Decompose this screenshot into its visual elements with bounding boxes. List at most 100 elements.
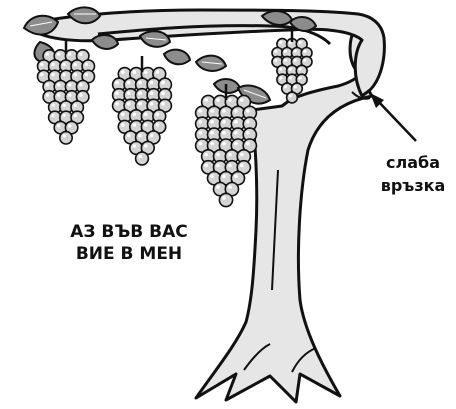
grape-highlight — [299, 77, 302, 80]
grape-highlight — [138, 91, 142, 95]
grape-highlight — [210, 142, 214, 146]
vine-leaf — [92, 35, 118, 49]
grape-highlight — [57, 83, 60, 86]
grape-highlight — [284, 59, 287, 62]
grape-highlight — [222, 142, 226, 146]
grape-highlight — [133, 70, 137, 74]
grape-highlight — [138, 102, 142, 106]
grape-highlight — [74, 63, 77, 66]
grape-highlight — [74, 73, 77, 76]
grape-highlight — [133, 144, 137, 148]
grape-highlight — [62, 63, 65, 66]
grape-highlight — [68, 93, 71, 96]
grape-highlight — [51, 63, 54, 66]
grape-highlight — [304, 59, 307, 62]
grape-highlight — [40, 73, 43, 76]
grape-highlight — [216, 98, 220, 102]
grape-highlight — [85, 63, 88, 66]
grape-highlight — [289, 77, 292, 80]
grape-highlight — [294, 59, 297, 62]
grape-highlight — [68, 124, 71, 127]
grape-highlight — [289, 94, 292, 97]
grape-highlight — [228, 164, 232, 168]
grape-highlight — [133, 113, 137, 117]
grape-highlight — [150, 102, 154, 106]
grape-highlight — [46, 52, 49, 55]
grape-highlight — [294, 85, 297, 88]
grape-highlight — [299, 41, 302, 44]
grape-highlight — [133, 123, 137, 127]
grape — [287, 92, 298, 103]
callout-arrow — [370, 93, 416, 141]
grape-highlight — [138, 155, 142, 159]
grape-highlight — [127, 102, 131, 106]
grape-highlight — [161, 102, 165, 106]
grape-highlight — [127, 134, 131, 138]
grape-highlight — [62, 134, 65, 137]
grape-highlight — [40, 63, 43, 66]
grape-highlight — [150, 134, 154, 138]
grape-highlight — [284, 85, 287, 88]
grape-highlight — [274, 59, 277, 62]
grape-highlight — [234, 142, 238, 146]
grape-highlight — [161, 91, 165, 95]
grape-highlight — [127, 91, 131, 95]
grape-highlight — [246, 109, 250, 113]
grape-highlight — [279, 41, 282, 44]
grape-highlight — [246, 120, 250, 124]
grape-highlight — [161, 81, 165, 85]
grape-highlight — [274, 50, 277, 53]
main-caption: АЗ ВЪВ ВАС ВИЕ В МЕН — [44, 221, 214, 265]
grape-highlight — [216, 164, 220, 168]
grape-highlight — [210, 131, 214, 135]
grape-highlight — [51, 73, 54, 76]
grape-highlight — [222, 131, 226, 135]
weak-link-caption-line-2: връзка — [372, 174, 454, 197]
grape-highlight — [204, 164, 208, 168]
grape-highlight — [240, 98, 244, 102]
grape-highlight — [68, 52, 71, 55]
grape-highlight — [150, 81, 154, 85]
grape-highlight — [144, 113, 148, 117]
grape-highlight — [246, 131, 250, 135]
grape-highlight — [57, 124, 60, 127]
grape-highlight — [144, 70, 148, 74]
main-caption-line-1: АЗ ВЪВ ВАС — [44, 221, 214, 243]
grape-highlight — [74, 104, 77, 107]
grape-highlight — [279, 68, 282, 71]
grape-highlight — [115, 81, 119, 85]
grape-highlight — [46, 83, 49, 86]
grape-highlight — [115, 91, 119, 95]
grape-highlight — [79, 52, 82, 55]
grape — [219, 193, 232, 206]
grape-highlight — [121, 70, 125, 74]
grape-highlight — [62, 73, 65, 76]
grape-highlight — [204, 98, 208, 102]
grape-highlight — [216, 153, 220, 157]
grape-highlight — [199, 131, 203, 135]
grape-highlight — [228, 98, 232, 102]
grape-highlight — [156, 123, 160, 127]
grape-highlight — [79, 93, 82, 96]
grape-highlight — [279, 77, 282, 80]
grape-highlight — [304, 50, 307, 53]
grape-highlight — [222, 109, 226, 113]
grape-highlight — [51, 114, 54, 117]
main-caption-line-2: ВИЕ В МЕН — [44, 243, 214, 265]
grape-highlight — [150, 91, 154, 95]
grape-highlight — [234, 175, 238, 179]
grape-highlight — [62, 104, 65, 107]
grape-highlight — [228, 153, 232, 157]
grape-highlight — [234, 131, 238, 135]
grape-highlight — [199, 120, 203, 124]
grape-highlight — [199, 109, 203, 113]
grape-highlight — [210, 120, 214, 124]
grape-highlight — [210, 175, 214, 179]
weak-link-caption: слаба връзка — [372, 151, 454, 197]
grape-highlight — [68, 83, 71, 86]
grape-highlight — [121, 113, 125, 117]
weak-link-caption-line-1: слаба — [372, 151, 454, 174]
grape — [60, 132, 72, 144]
grape-highlight — [246, 142, 250, 146]
